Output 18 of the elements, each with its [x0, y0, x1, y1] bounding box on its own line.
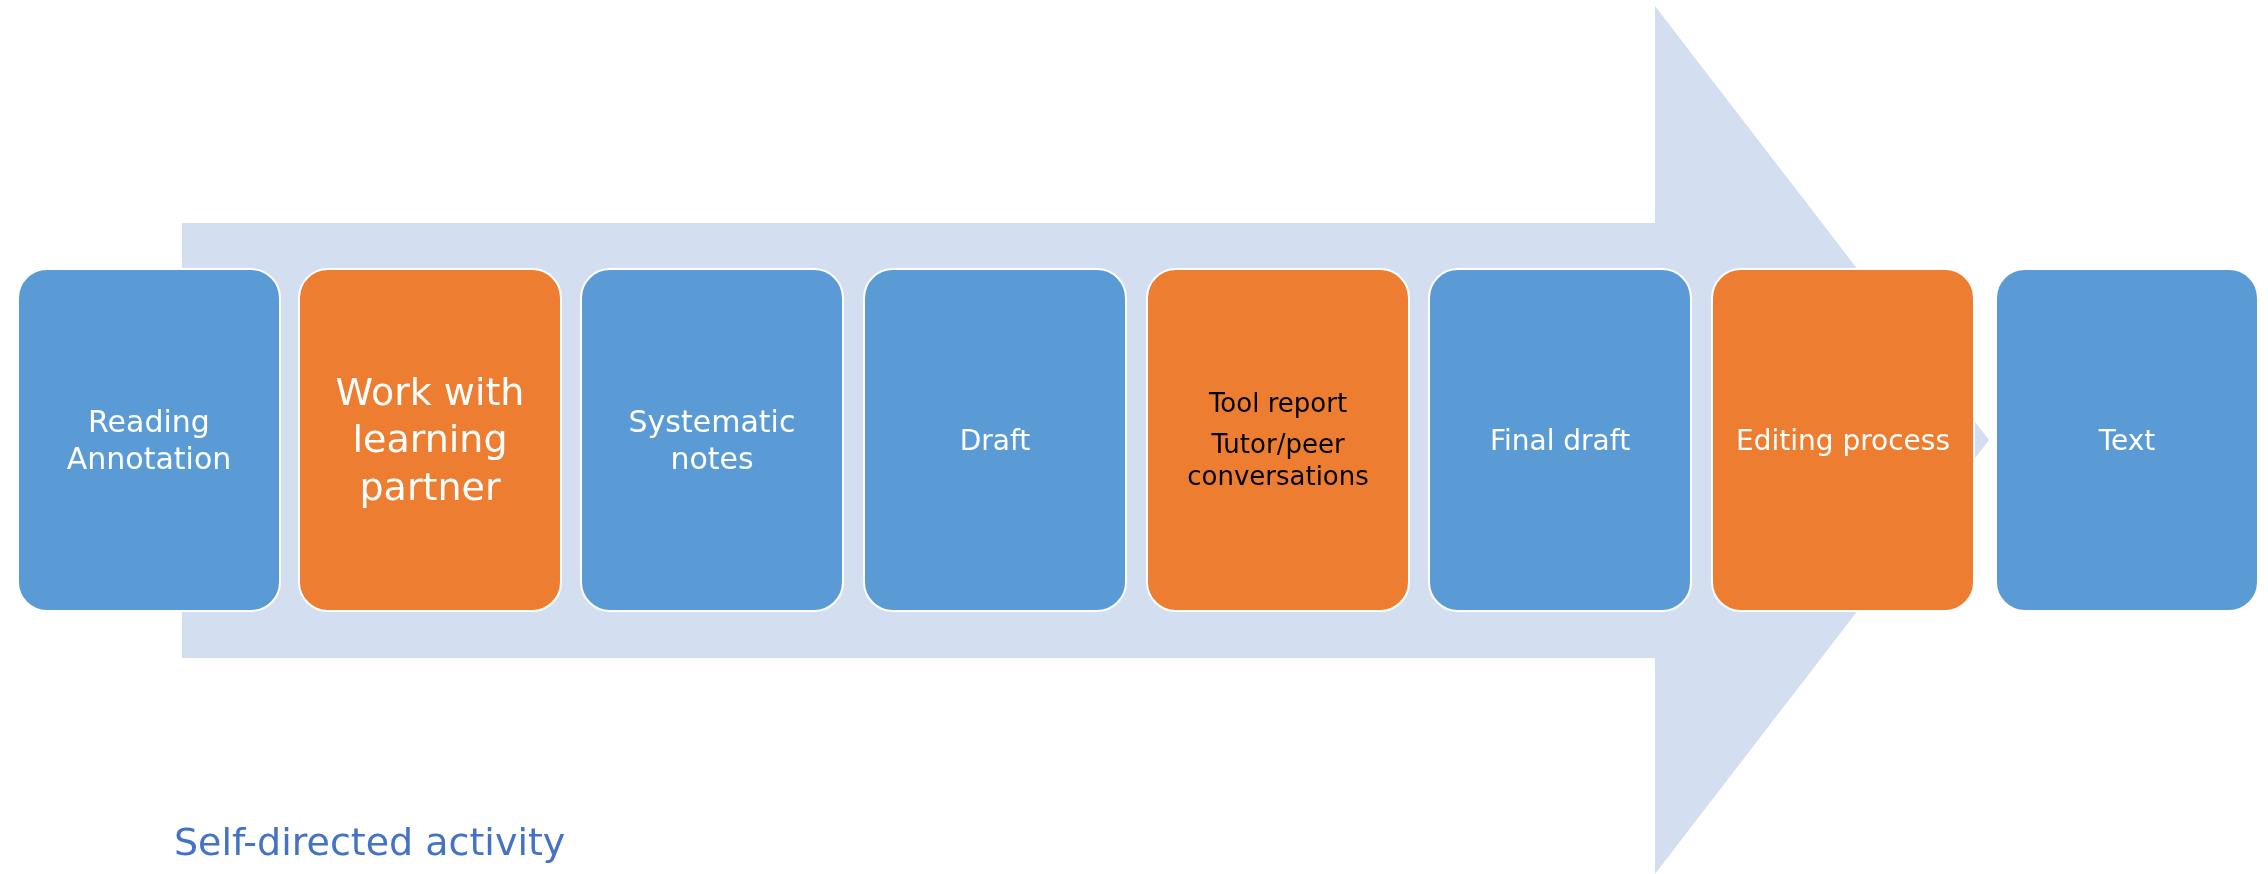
process-box: [1995, 268, 2259, 612]
box-text: Final draft: [1489, 422, 1631, 458]
process-box: [1711, 268, 1975, 612]
box-text: Tutor/peer conversations: [1186, 427, 1370, 493]
process-box: [1428, 268, 1692, 612]
box-text: Editing process: [1736, 422, 1950, 458]
process-box: [17, 268, 281, 612]
box-text: Reading Annotation: [65, 402, 233, 478]
box-text: Text: [2098, 422, 2156, 458]
box-text: Draft: [959, 422, 1031, 458]
process-box: [863, 268, 1127, 612]
process-box: [580, 268, 844, 612]
caption-text: Self-directed activity: [174, 820, 566, 864]
box-text: Tool report: [1208, 387, 1348, 420]
box-text: Work with learning partner: [334, 368, 526, 511]
process-box: [1146, 268, 1410, 612]
process-box: [298, 268, 562, 612]
box-text: Systematic notes: [627, 402, 797, 478]
